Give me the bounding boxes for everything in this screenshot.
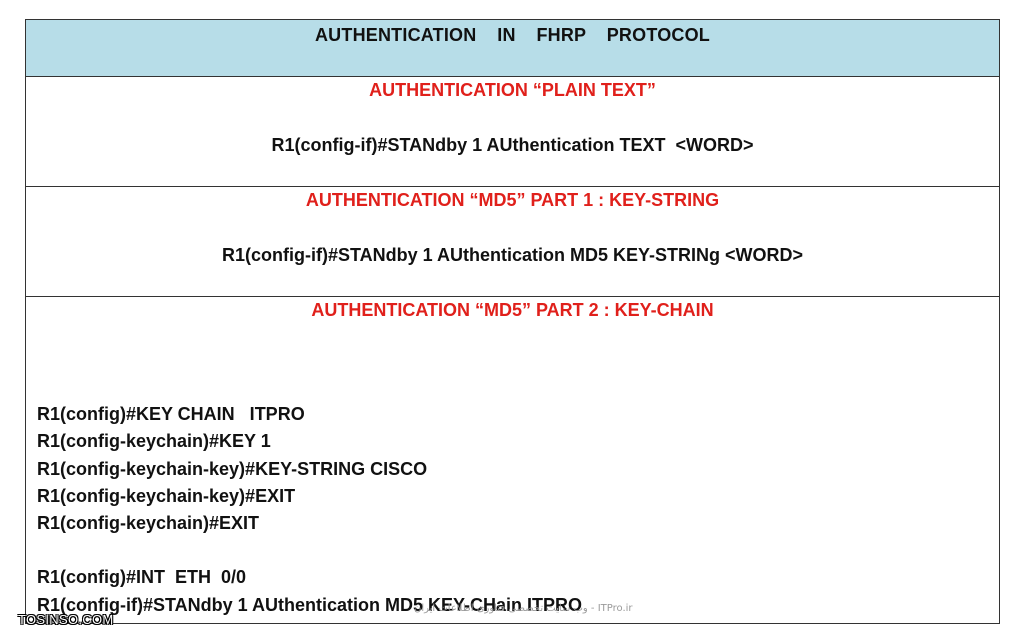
auth-table: AUTHENTICATION IN FHRP PROTOCOL AUTHENTI… <box>25 19 1000 624</box>
watermark-text: ITPro.ir - وب سایت تخصصی فناوری اطلاعات … <box>414 603 633 614</box>
spacer <box>37 537 582 564</box>
section-md5-key-chain: AUTHENTICATION “MD5” PART 2 : KEY-CHAIN … <box>26 297 999 624</box>
command-line: R1(config-if)#STANdby 1 AUthentication T… <box>271 135 754 155</box>
command-line: R1(config-keychain)#KEY 1 <box>37 431 271 452</box>
section-plain-text: AUTHENTICATION “PLAIN TEXT” R1(config-if… <box>26 77 999 187</box>
command-line: R1(config-keychain-key)#EXIT <box>37 485 296 506</box>
table-header-row: AUTHENTICATION IN FHRP PROTOCOL <box>26 20 999 77</box>
command-list: R1(config)#KEY CHAIN ITPRO R1(config-key… <box>37 401 582 619</box>
page-title: AUTHENTICATION IN FHRP PROTOCOL <box>314 25 710 45</box>
section-md5-key-string: AUTHENTICATION “MD5” PART 1 : KEY-STRING… <box>26 187 999 297</box>
section-title: AUTHENTICATION “MD5” PART 1 : KEY-STRING <box>305 190 720 210</box>
section-title: AUTHENTICATION “MD5” PART 2 : KEY-CHAIN <box>311 300 714 320</box>
section-title: AUTHENTICATION “PLAIN TEXT” <box>369 80 656 100</box>
site-watermark: TOSINSO.COM <box>18 612 114 627</box>
command-line: R1(config)#KEY CHAIN ITPRO <box>37 404 305 424</box>
command-line: R1(config-keychain)#EXIT <box>37 513 260 534</box>
command-line: R1(config-keychain-key)#KEY-STRING CISCO <box>37 458 428 479</box>
command-line: R1(config-if)#STANdby 1 AUthentication M… <box>37 594 583 615</box>
command-line: R1(config)#INT ETH 0/0 <box>37 567 247 588</box>
command-line: R1(config-if)#STANdby 1 AUthentication M… <box>221 245 804 265</box>
